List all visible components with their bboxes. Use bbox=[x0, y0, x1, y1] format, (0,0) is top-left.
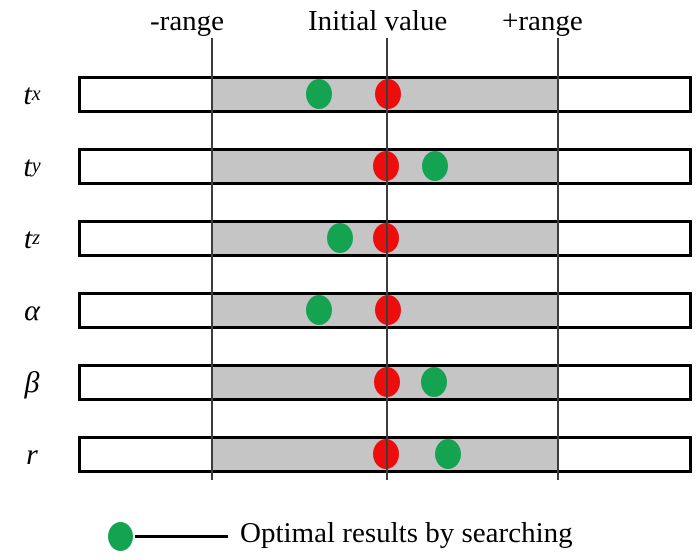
param-row-α: α bbox=[0, 292, 700, 329]
initial-value-label: Initial value bbox=[308, 5, 448, 37]
green-dot bbox=[306, 79, 332, 109]
pos-range-guideline bbox=[557, 38, 559, 480]
param-row-β: β bbox=[0, 364, 700, 401]
row-label: r bbox=[26, 437, 38, 471]
initial-value-guideline bbox=[386, 38, 388, 480]
green-dot bbox=[306, 295, 332, 325]
pos-range-label: +range bbox=[502, 5, 583, 37]
legend-connector-line bbox=[135, 535, 228, 538]
legend-green-dot-icon bbox=[108, 522, 133, 551]
green-dot bbox=[421, 367, 447, 397]
legend-label: Optimal results by searching bbox=[240, 517, 573, 549]
row-label: β bbox=[24, 365, 40, 399]
green-dot bbox=[435, 439, 461, 469]
neg-range-label: -range bbox=[150, 5, 225, 37]
red-dot bbox=[375, 79, 401, 109]
row-label: α bbox=[24, 293, 40, 327]
green-dot bbox=[422, 151, 448, 181]
neg-range-guideline bbox=[211, 38, 213, 480]
red-dot bbox=[375, 295, 401, 325]
green-dot bbox=[327, 223, 353, 253]
param-row-r: r bbox=[0, 436, 700, 473]
